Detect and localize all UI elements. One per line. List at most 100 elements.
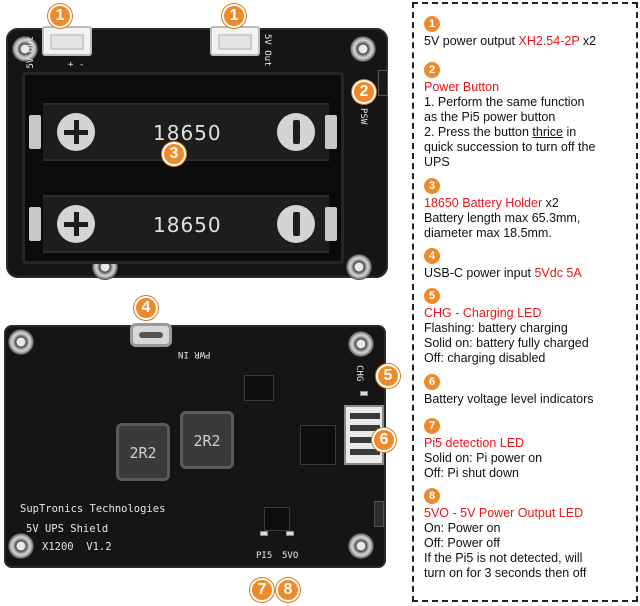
inductor-label: 2R2 [193,432,221,450]
5vo-led [286,531,294,536]
psw-label: PSW [358,108,368,125]
legend-text: 2. Press the button [424,125,533,139]
polarity-label: + - [68,60,85,70]
legend-number: 5 [424,288,440,304]
legend-text: Flashing: battery charging [424,321,568,335]
legend-number: 4 [424,248,440,264]
legend-highlight: 5Vdc 5A [534,266,582,280]
chip [244,375,274,401]
brand-label: SupTronics Technologies [20,503,166,515]
legend-text: quick succession to turn off the [424,140,596,154]
legend-text: turn on for 3 seconds then off [424,566,587,580]
callout-badge: 4 [134,296,158,320]
minus-terminal-icon [277,113,315,151]
battery-label: 18650 [153,121,222,145]
level-bar [350,413,380,419]
mounting-hole [348,331,374,357]
legend-text: 5V power output [424,34,519,48]
output-connector-right [210,26,260,56]
mounting-hole [350,36,376,62]
legend-text: Off: charging disabled [424,351,546,365]
legend-text: Off: Pi shut down [424,466,519,480]
pwr-in-label: PWR IN [178,349,211,359]
chip [300,425,336,465]
legend-title: Pi5 detection LED [424,436,525,450]
usb-c-port[interactable] [130,323,172,347]
chg-led [360,391,368,396]
battery-clip [325,115,337,149]
legend-text: in [562,125,577,139]
mounting-hole [12,36,38,62]
legend-number: 2 [424,62,440,78]
minus-terminal-icon [277,205,315,243]
legend-item-3: 3 18650 Battery Holder x2 Battery length… [424,178,632,241]
legend-item-5: 5 CHG - Charging LED Flashing: battery c… [424,288,632,366]
legend-title: Power Button [424,80,500,94]
mounting-hole [8,533,34,559]
battery-clip [29,115,41,149]
battery-slot-2: 18650 [43,195,329,253]
callout-badge: 7 [250,578,274,602]
product-label: 5V UPS Shield [26,523,109,535]
legend-text: x2 [542,196,559,210]
battery-label: 18650 [153,213,222,237]
callout-badge: 1 [222,4,246,28]
inductor: 2R2 [116,423,170,481]
level-bar [350,425,380,431]
legend-item-4: 4 USB-C power input 5Vdc 5A [424,248,632,281]
callout-badge: 2 [352,80,376,104]
power-button[interactable] [378,70,388,96]
plus-terminal-icon [57,205,95,243]
legend-number: 6 [424,374,440,390]
legend-item-6: 6 Battery voltage level indicators [424,374,632,407]
legend-text: If the Pi5 is not detected, will [424,551,583,565]
mounting-hole [348,533,374,559]
callout-badge: 5 [376,364,400,388]
level-bar [350,437,380,443]
legend-highlight: XH2.54-2P [518,34,580,48]
inductor-label: 2R2 [129,444,157,462]
battery-holder: 18650 18650 [22,72,344,264]
mounting-hole [346,254,372,280]
callout-badge: 3 [162,142,186,166]
legend-item-8: 8 5VO - 5V Power Output LED On: Power on… [424,488,632,581]
legend-item-7: 7 Pi5 detection LED Solid on: Pi power o… [424,418,632,481]
chg-label: CHG [354,365,364,382]
side-switch[interactable] [374,501,384,527]
5v-out-label: 5V Out [262,34,272,67]
legend-text: diameter max 18.5mm. [424,226,552,240]
legend-text: Solid on: battery fully charged [424,336,589,350]
legend-text: Battery length max 65.3mm, [424,211,581,225]
legend-text: Solid on: Pi power on [424,451,543,465]
callout-badge: 6 [372,428,396,452]
model-label: X1200 V1.2 [42,541,112,553]
inductor: 2R2 [180,411,234,469]
battery-clip [325,207,337,241]
legend-text: Off: Power off [424,536,500,550]
mounting-hole [8,329,34,355]
callout-badge: 8 [276,578,300,602]
legend-item-1: 1 5V power output XH2.54-2P x2 [424,16,632,49]
chip [264,507,290,531]
legend-text: USB-C power input [424,266,535,280]
legend-text: 1. Perform the same function [424,95,585,109]
callout-badge: 1 [48,4,72,28]
legend-underline: thrice [532,125,563,139]
5v-out-label: 5V Out [26,36,36,69]
battery-clip [29,207,41,241]
legend-text: as the Pi5 power button [424,110,556,124]
battery-slot-1: 18650 [43,103,329,161]
legend-number: 1 [424,16,440,32]
legend-item-2: 2 Power Button 1. Perform the same funct… [424,62,632,170]
legend-number: 3 [424,178,440,194]
ups-top-board: 5V Out 5V Out + - 18650 18650 PSW [6,26,388,280]
pi5-label: PI5 [256,551,273,561]
legend-text: UPS [424,155,450,169]
legend-title: CHG - Charging LED [424,306,542,320]
legend-text: x2 [579,34,597,48]
legend-number: 8 [424,488,440,504]
output-connector-left [42,26,92,56]
level-bar [350,449,380,455]
ups-bottom-board: PWR IN 2R2 2R2 CHG SupTronics Technologi… [4,323,386,568]
legend-panel: 1 5V power output XH2.54-2P x2 2 Power B… [412,2,638,602]
